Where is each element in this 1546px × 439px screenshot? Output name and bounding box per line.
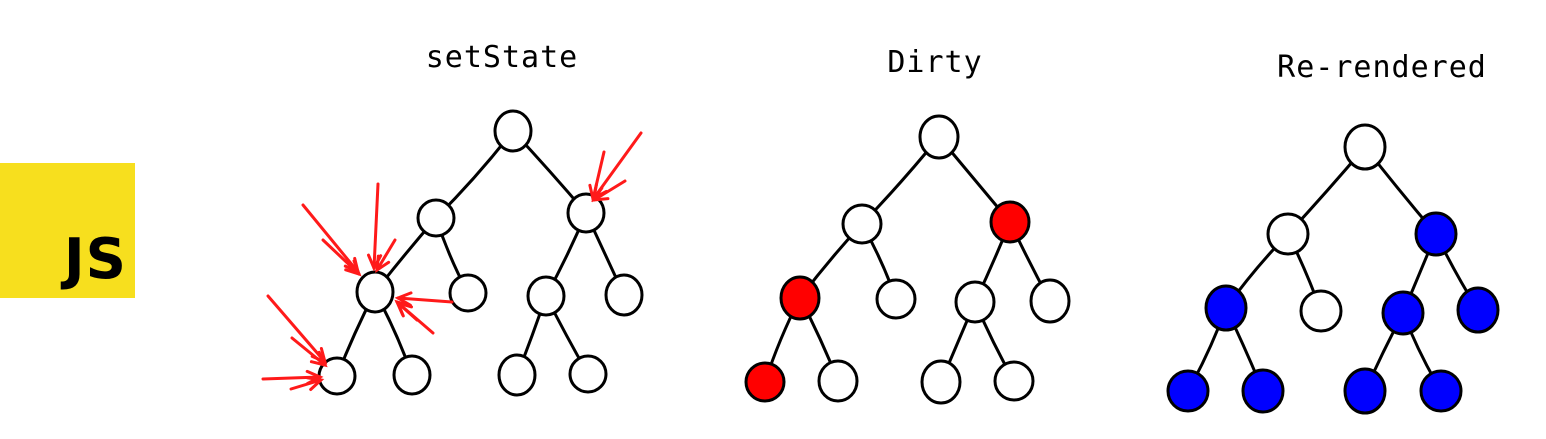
tree-node-rendered [1456,286,1500,334]
tree-node-normal [448,273,488,313]
tree-node-normal [875,278,917,320]
red-arrow [301,203,360,274]
red-arrow [396,296,454,304]
red-arrow [372,182,380,270]
tree-node-normal [1266,212,1310,256]
tree-node-rendered [1414,211,1458,257]
tree-node-normal [526,275,566,317]
panel-setstate: setState [261,40,644,397]
tree-node-normal [817,359,859,403]
red-arrow [375,238,397,272]
tree-node-normal [841,203,883,245]
tree-node-normal [1029,278,1071,324]
panel-re-rendered: Re-rendered [1166,50,1500,415]
tree-node-normal [497,353,537,397]
red-arrow-head [305,376,325,391]
tree-node-normal [954,280,996,324]
tree-node-normal [568,354,608,394]
tree-node-dirty [779,275,821,321]
red-arrow-head [375,254,391,273]
tree-node-normal [918,114,960,160]
tree-node-normal [493,109,533,153]
tree-node-rendered [1166,369,1210,413]
panel-dirty: Dirty [744,45,1071,405]
red-arrow [266,294,327,364]
tree-node-normal [1299,289,1343,333]
red-arrow-head [395,300,413,318]
js-logo-text: JS [63,227,127,292]
tree-node-normal [355,270,395,314]
tree-node-normal [993,360,1035,402]
tree-node-rendered [1204,284,1248,332]
red-arrow-head [309,350,328,368]
tree-node-dirty [989,200,1031,244]
red-arrow [290,336,327,367]
red-arrow [592,179,627,202]
js-logo: JS [0,163,135,298]
red-arrow [591,150,606,201]
tree-node-normal [920,359,962,405]
red-arrow [321,238,361,276]
red-arrow-head [394,291,413,307]
red-arrow [396,301,419,322]
tree-node-normal [604,273,644,317]
tree-node-normal [392,354,432,396]
tree-node-rendered [1419,369,1463,413]
panel-title-setstate: setState [426,40,579,75]
tree-node-normal [566,192,606,234]
tree-node-rendered [1241,368,1285,414]
red-arrow [289,378,323,391]
tree-node-rendered [1343,367,1387,415]
tree-node-normal [416,198,456,238]
tree-node-rendered [1381,290,1425,336]
panel-title-re-rendered: Re-rendered [1277,50,1487,85]
red-arrow-head [344,259,362,277]
tree-node-dirty [744,361,786,403]
panel-title-dirty: Dirty [887,45,982,80]
red-arrow-head [591,186,610,202]
tree-node-normal [1343,123,1387,171]
